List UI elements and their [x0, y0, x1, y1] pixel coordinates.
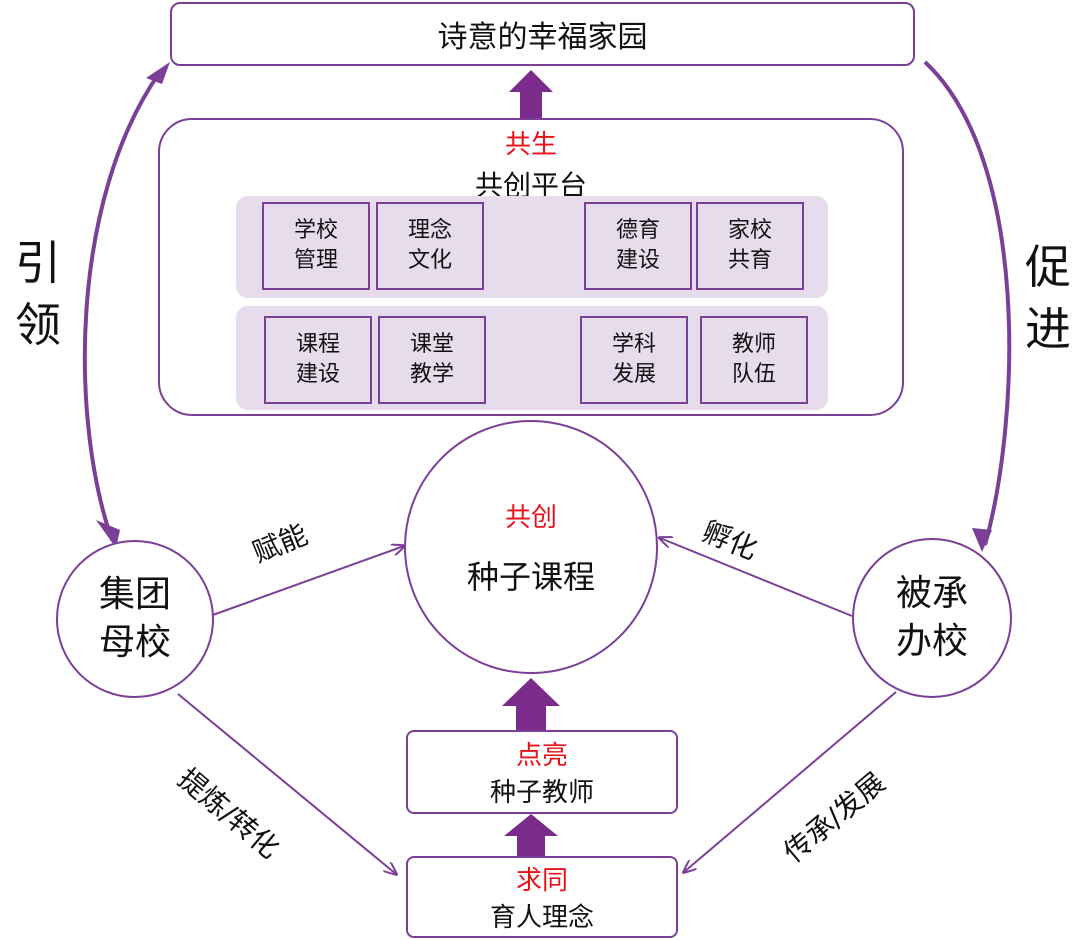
promote-label: 促 进 — [1018, 236, 1078, 360]
cell-subject: 学科 发展 — [580, 316, 688, 404]
lead-char-2: 领 — [15, 298, 61, 352]
cell-line: 理念 — [407, 218, 452, 243]
inherit-connector — [684, 691, 897, 872]
cell-line: 教师 — [731, 332, 776, 357]
cell-classroom: 课堂 教学 — [378, 316, 486, 404]
lead-char-1: 引 — [15, 236, 61, 290]
teacher-title: 种子教师 — [489, 778, 594, 808]
incubate-connector — [660, 538, 853, 617]
center-title: 种子课程 — [466, 557, 595, 596]
cell-moral-education: 德育 建设 — [584, 202, 692, 290]
cell-curriculum: 课程 建设 — [264, 316, 372, 404]
up-arrow-top — [509, 70, 553, 118]
cell-line: 教学 — [409, 362, 454, 387]
refine-connector — [177, 693, 396, 874]
education-idea-box: 求同 育人理念 — [406, 856, 678, 938]
promote-char-2: 进 — [1025, 302, 1071, 356]
cell-line: 课程 — [295, 332, 340, 357]
cell-school-management: 学校 管理 — [262, 202, 370, 290]
promote-char-1: 促 — [1025, 240, 1071, 294]
cell-line: 课堂 — [409, 332, 454, 357]
lead-label: 引 领 — [8, 232, 68, 356]
cell-line: 文化 — [407, 248, 452, 273]
parent-school-line2: 母校 — [98, 622, 171, 663]
cell-concept-culture: 理念 文化 — [376, 202, 484, 290]
cell-line: 队伍 — [731, 362, 776, 387]
seed-teacher-box: 点亮 种子教师 — [406, 730, 678, 814]
promote-curve-arrow — [923, 60, 1012, 546]
up-arrow-low — [504, 814, 558, 856]
promote-curve-head — [972, 528, 992, 552]
seed-curriculum-circle: 共创 种子课程 — [404, 420, 658, 674]
cell-line: 建设 — [295, 362, 340, 387]
empower-connector — [209, 546, 404, 617]
lead-curve-tail — [96, 520, 120, 548]
parent-school-circle: 集团 母校 — [56, 540, 214, 698]
center-tag: 共创 — [504, 502, 557, 533]
teacher-tag: 点亮 — [515, 741, 568, 771]
top-goal-title: 诗意的幸福家园 — [437, 20, 648, 55]
top-goal-box: 诗意的幸福家园 — [170, 2, 915, 66]
cell-line: 学校 — [293, 218, 338, 243]
cell-line: 家校 — [727, 218, 772, 243]
lead-curve-arrow — [82, 70, 162, 541]
idea-tag: 求同 — [515, 866, 568, 896]
cell-line: 发展 — [611, 362, 656, 387]
cell-line: 德育 — [615, 218, 660, 243]
managed-school-line1: 被承 — [895, 573, 968, 614]
cell-line: 建设 — [615, 248, 660, 273]
parent-school-line1: 集团 — [98, 574, 171, 615]
cell-home-school: 家校 共育 — [696, 202, 804, 290]
managed-school-circle: 被承 办校 — [852, 538, 1012, 698]
cell-line: 学科 — [611, 332, 656, 357]
cell-line: 管理 — [293, 248, 338, 273]
cell-line: 共育 — [727, 248, 772, 273]
up-arrow-mid — [502, 678, 560, 730]
cell-teachers: 教师 队伍 — [700, 316, 808, 404]
idea-title: 育人理念 — [489, 903, 594, 933]
lead-curve-head — [146, 62, 170, 84]
managed-school-line2: 办校 — [895, 621, 968, 662]
platform-tag: 共生 — [504, 130, 557, 160]
